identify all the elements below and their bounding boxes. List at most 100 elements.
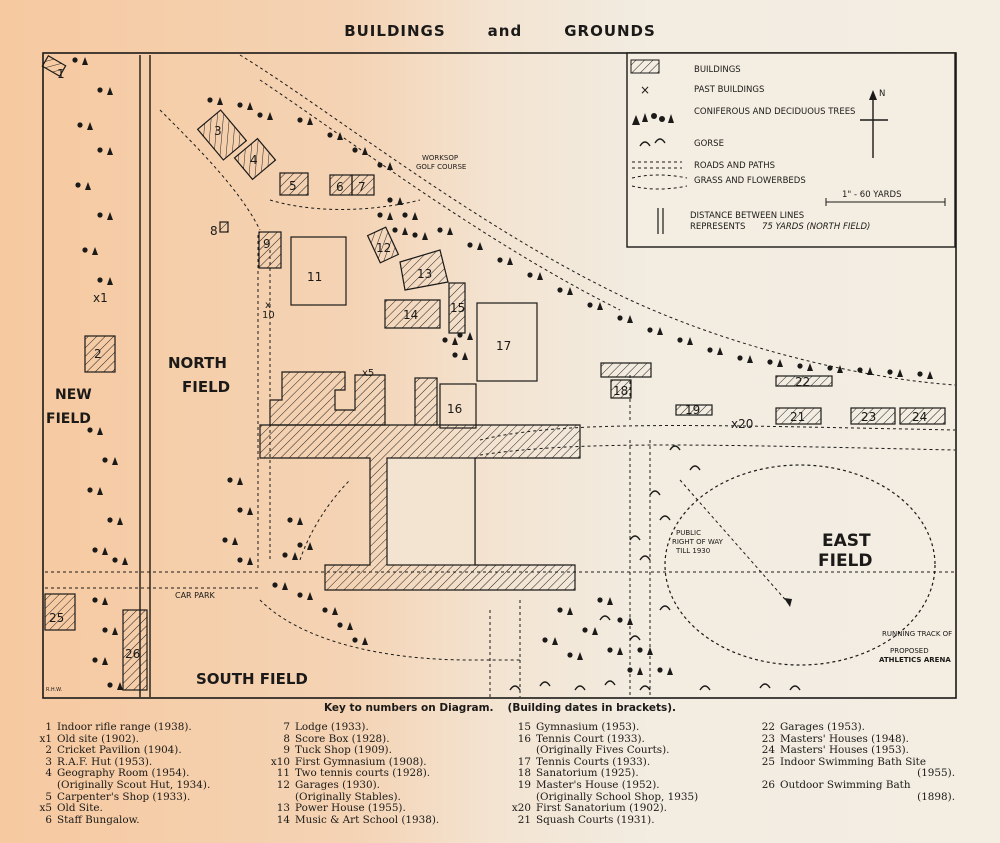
key-entry-text: First Gymnasium (1908). <box>295 755 427 768</box>
legend-past-mark: × <box>640 83 650 97</box>
tree-mark <box>97 277 103 283</box>
tree-mark <box>282 552 288 558</box>
conifer-mark <box>552 637 558 645</box>
conifer-mark <box>747 355 753 363</box>
key-entry-number: x20 <box>511 802 531 815</box>
conifer-mark <box>447 227 453 235</box>
legend-buildings-text: BUILDINGS <box>694 65 741 75</box>
key-entry-subtext: (1898). <box>917 790 955 803</box>
conifer-mark <box>112 457 118 465</box>
conifer-mark <box>217 97 223 105</box>
conifer-mark <box>97 427 103 435</box>
tree-mark <box>827 365 833 371</box>
conifer-mark <box>422 232 428 240</box>
tree-mark <box>297 592 303 598</box>
conifer-mark <box>537 272 543 280</box>
key-entry-subtext: (Originally School Shop, 1935) <box>536 790 699 803</box>
right-of-way-label-3: TILL 1930 <box>675 547 710 555</box>
building-24 <box>899 407 946 425</box>
label-13: 13 <box>417 267 432 281</box>
key-entry: x20 First Sanatorium (1902). <box>505 803 698 815</box>
conifer-mark <box>117 517 123 525</box>
key-entry-text: Indoor Swimming Bath Site <box>780 755 927 768</box>
tree-mark <box>107 682 113 688</box>
tree-mark <box>582 627 588 633</box>
key-entry-subtext: (1955). <box>917 767 955 780</box>
tree-mark <box>352 147 358 153</box>
key-entry-text: Old site (1902). <box>57 732 139 745</box>
key-entry-number: 16 <box>517 732 531 745</box>
building-4 <box>233 137 277 181</box>
tree-mark <box>627 667 633 673</box>
conifer-mark <box>837 365 843 373</box>
conifer-mark <box>627 315 633 323</box>
tree-mark <box>102 627 108 633</box>
legend-scale-text: 1" - 60 YARDS <box>842 190 902 200</box>
conifer-mark <box>927 371 933 379</box>
key-entry-subtext: (Originally Fives Courts). <box>536 744 670 757</box>
key-entry-number: 5 <box>45 790 52 803</box>
key-entry-number: 17 <box>517 755 531 768</box>
building-16 <box>439 383 477 429</box>
conifer-mark <box>307 592 313 600</box>
conifer-mark <box>362 637 368 645</box>
conifer-mark <box>627 617 633 625</box>
tree-mark <box>597 597 603 603</box>
conifer-mark <box>122 557 128 565</box>
trees <box>72 57 933 690</box>
building-5 <box>279 172 309 196</box>
conifer-mark <box>102 597 108 605</box>
tree-mark <box>402 212 408 218</box>
label-x5: x5 <box>362 368 374 379</box>
conifer-mark <box>85 182 91 190</box>
tree-mark <box>557 287 563 293</box>
conifer-mark <box>92 247 98 255</box>
key-entry-number: 8 <box>283 732 290 745</box>
key-entry-text: Squash Courts (1931). <box>536 813 655 826</box>
tree-mark <box>97 147 103 153</box>
key-entry-text: First Sanatorium (1902). <box>536 802 667 815</box>
key-entry-number: 23 <box>761 732 775 745</box>
north-arrow-head <box>869 90 877 100</box>
tree-mark <box>297 117 303 123</box>
label-3: 3 <box>214 124 222 138</box>
building-7 <box>351 174 375 196</box>
tree-mark <box>737 355 743 361</box>
legend-gorse-text: GORSE <box>694 139 724 149</box>
label-2: 2 <box>94 347 102 361</box>
conifer-mark <box>97 487 103 495</box>
conifer-mark <box>332 607 338 615</box>
map-border <box>42 52 957 699</box>
building-9 <box>258 231 282 269</box>
tree-mark <box>647 327 653 333</box>
conifer-mark <box>777 359 783 367</box>
label-x10-mark: x <box>265 300 271 311</box>
key-entry-text: Old Site. <box>57 802 103 815</box>
tree-mark <box>557 607 563 613</box>
tree-mark <box>497 257 503 263</box>
conifer-mark <box>397 197 403 205</box>
building-14 <box>384 299 441 329</box>
tree-mark <box>97 87 103 93</box>
key-entry-text: Master's House (1952). <box>536 778 660 791</box>
legend-grass-text: GRASS AND FLOWERBEDS <box>694 176 806 186</box>
west-boundary-lines <box>139 55 151 697</box>
tree-mark <box>587 302 593 308</box>
tree-mark <box>617 617 623 623</box>
tree-mark <box>222 537 228 543</box>
key-entry-text: Score Box (1928). <box>295 732 390 745</box>
tree-mark <box>797 363 803 369</box>
conifer-mark <box>297 517 303 525</box>
conifer-mark <box>387 162 393 170</box>
track-label-1: RUNNING TRACK OF <box>882 630 952 638</box>
building-12 <box>366 226 400 264</box>
